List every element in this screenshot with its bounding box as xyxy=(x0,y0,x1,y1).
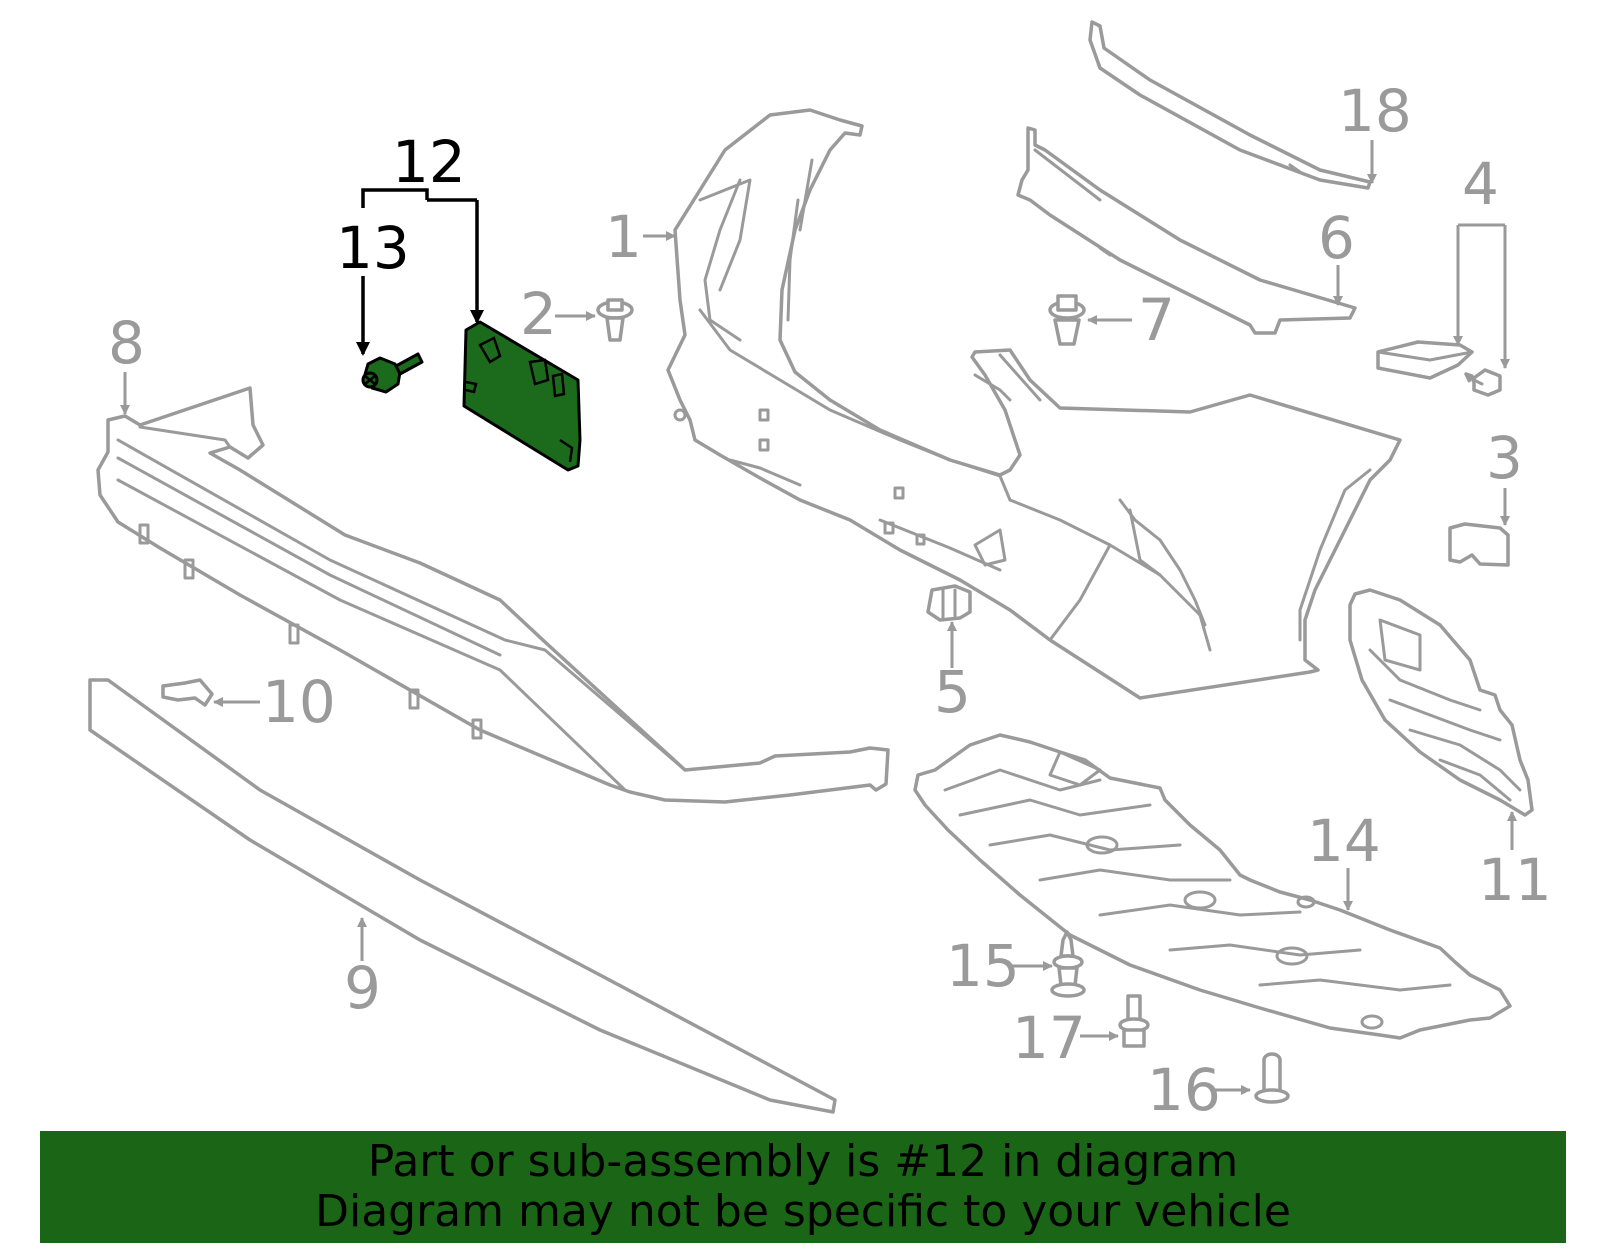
part-4-bracket xyxy=(1376,340,1502,397)
part-8-reinforcement xyxy=(96,386,890,804)
callout-3: 3 xyxy=(1486,424,1523,492)
part-12-bracket-highlighted xyxy=(462,320,582,472)
callout-14: 14 xyxy=(1307,807,1381,875)
callout-2: 2 xyxy=(520,280,557,348)
part-3-bracket xyxy=(1448,522,1510,567)
callout-labels: 1 2 3 4 5 6 7 8 9 10 11 12 13 14 15 16 1… xyxy=(108,77,1552,1124)
leader-lines xyxy=(120,140,1517,1095)
callout-10: 10 xyxy=(262,668,336,736)
part-13-bolt-highlighted xyxy=(361,352,424,394)
callout-9: 9 xyxy=(344,954,381,1022)
callout-6: 6 xyxy=(1318,204,1355,272)
part-10-clip xyxy=(161,678,214,707)
callout-4: 4 xyxy=(1462,150,1499,218)
part-16-screw xyxy=(1254,1052,1290,1104)
callout-12: 12 xyxy=(392,128,466,196)
part-6-grille-bracket xyxy=(1016,126,1357,335)
notice-disclaimer-line: Diagram may not be specific to your vehi… xyxy=(315,1186,1291,1237)
callout-13: 13 xyxy=(336,214,410,282)
callout-15: 15 xyxy=(946,932,1020,1000)
part-14-undercover xyxy=(913,733,1512,1040)
callout-17: 17 xyxy=(1012,1004,1086,1072)
callout-5: 5 xyxy=(934,658,971,726)
callout-16: 16 xyxy=(1147,1056,1221,1124)
part-17-bolt xyxy=(1118,994,1150,1048)
part-1-bumper-cover xyxy=(666,108,1402,700)
callout-8: 8 xyxy=(108,309,145,377)
diagram-notice-banner: Part or sub-assembly is #12 in diagram D… xyxy=(40,1131,1566,1243)
callout-1: 1 xyxy=(605,203,642,271)
callout-18: 18 xyxy=(1338,77,1412,145)
part-18-trim-strip xyxy=(1088,20,1372,190)
part-7-clip xyxy=(1048,294,1086,346)
callout-7: 7 xyxy=(1138,286,1175,354)
part-9-molding-strip xyxy=(88,678,837,1114)
part-11-side-grille xyxy=(1348,588,1534,817)
notice-part-line: Part or sub-assembly is #12 in diagram xyxy=(367,1136,1239,1187)
part-2-clip xyxy=(596,298,634,342)
part-15-push-clip xyxy=(1050,930,1086,998)
part-5-retainer xyxy=(926,584,972,622)
callout-11: 11 xyxy=(1478,846,1552,914)
